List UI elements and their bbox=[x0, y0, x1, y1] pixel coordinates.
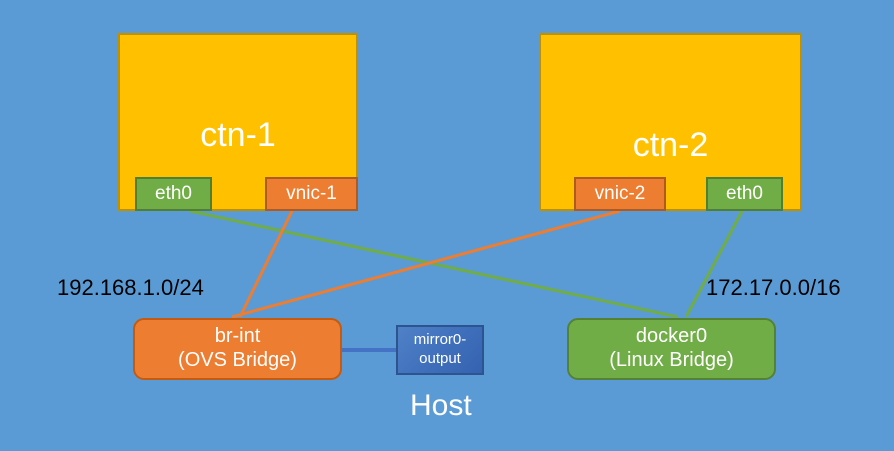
link-ctn1-vnic1-brint bbox=[238, 210, 294, 318]
interface-ctn2-eth0[interactable]: eth0 bbox=[706, 177, 783, 211]
link-ctn2-vnic2-brint bbox=[231, 209, 621, 319]
interface-ctn1-vnic-1[interactable]: vnic-1 bbox=[265, 177, 358, 211]
bridge-docker0[interactable]: docker0 (Linux Bridge) bbox=[567, 318, 776, 380]
host-label: Host bbox=[410, 389, 472, 422]
port-mirror0-output-line1: mirror0- bbox=[413, 331, 467, 349]
port-mirror0-output-line2: output bbox=[419, 350, 461, 367]
interface-ctn1-eth0-label: eth0 bbox=[155, 182, 192, 204]
subnet-label-ovs: 192.168.1.0/24 bbox=[57, 275, 204, 300]
bridge-docker0-name: docker0 bbox=[635, 325, 708, 348]
link-ctn2-eth0-docker0 bbox=[684, 210, 744, 318]
interface-ctn2-eth0-label: eth0 bbox=[726, 182, 763, 204]
bridge-docker0-type: (Linux Bridge) bbox=[609, 349, 734, 371]
port-mirror0-output[interactable]: mirror0- output bbox=[396, 325, 484, 375]
link-ctn1-eth0-docker0 bbox=[189, 209, 679, 319]
interface-ctn1-eth0[interactable]: eth0 bbox=[135, 177, 212, 211]
bridge-br-int-name: br-int bbox=[214, 325, 261, 348]
bridge-br-int[interactable]: br-int (OVS Bridge) bbox=[133, 318, 342, 380]
subnet-label-docker: 172.17.0.0/16 bbox=[706, 275, 841, 300]
container-ctn-1-label: ctn-1 bbox=[200, 116, 276, 154]
interface-ctn2-vnic-2-label: vnic-2 bbox=[594, 182, 646, 204]
interface-ctn2-vnic-2[interactable]: vnic-2 bbox=[574, 177, 666, 211]
container-ctn-2-label: ctn-2 bbox=[632, 126, 709, 164]
bridge-br-int-type: (OVS Bridge) bbox=[178, 349, 297, 371]
interface-ctn1-vnic-1-label: vnic-1 bbox=[286, 182, 337, 204]
